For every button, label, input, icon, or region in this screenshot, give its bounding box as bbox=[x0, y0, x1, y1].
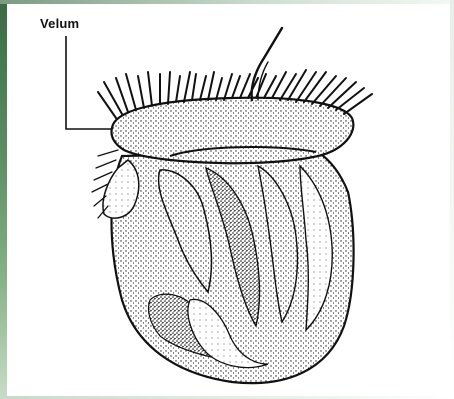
velum-disc bbox=[112, 98, 354, 164]
